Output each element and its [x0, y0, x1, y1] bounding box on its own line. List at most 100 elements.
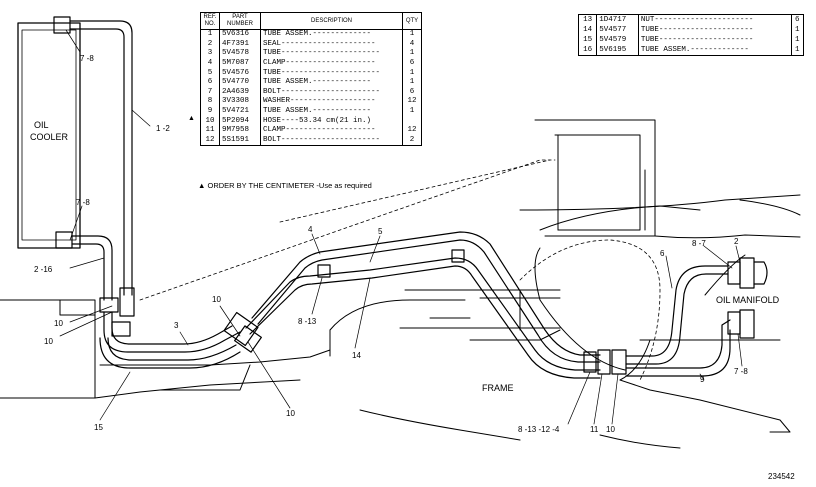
part-number-cell: 5V6195 [596, 45, 639, 56]
oil-manifold [727, 257, 768, 339]
callout-3: 3 [174, 321, 179, 330]
callout-8-7: 8 -7 [692, 239, 706, 248]
ref-cell: 10 [200, 116, 220, 126]
parts-table-header: REF. NO. PART NUMBER DESCRIPTION QTY [200, 12, 422, 30]
callout-7-8-top: 7 -8 [80, 54, 94, 63]
callout-10-e: 10 [606, 425, 615, 434]
callout-14: 14 [352, 351, 361, 360]
qty-cell: 1 [402, 77, 422, 88]
callout-7-8-left: 7 -8 [76, 198, 90, 207]
callout-10-a: 10 [54, 319, 63, 328]
description-cell: WASHER------------------- [260, 97, 403, 107]
ref-cell: 16 [577, 45, 597, 56]
oil-manifold-label: OIL MANIFOLD [716, 295, 780, 305]
part-number-cell: 5P2094 [219, 116, 261, 126]
callout-9: 9 [700, 375, 705, 384]
part-number-cell: 1D4717 [596, 14, 639, 25]
callout-8-13: 8 -13 [298, 317, 317, 326]
part-number-cell: 5V4579 [596, 35, 639, 45]
ref-cell: 4 [200, 58, 220, 69]
qty-cell: 6 [402, 58, 422, 69]
fitting-left [99, 297, 119, 313]
order-by-centimeter-marker: ▲ [188, 115, 195, 123]
callout-10-b: 10 [44, 337, 53, 346]
ref-cell: 14 [577, 25, 597, 35]
ref-cell: 15 [577, 35, 597, 45]
oil-cooler-label-2: COOLER [30, 132, 69, 142]
header-ref: REF. NO. [200, 12, 220, 30]
callout-5: 5 [378, 227, 383, 236]
qty-cell: 1 [402, 68, 422, 78]
description-cell: TUBE--------------------- [637, 25, 792, 35]
tube-15 [99, 337, 241, 369]
part-number-cell: 9M7958 [219, 125, 261, 136]
description-cell: TUBE ASSEM.------------- [260, 77, 403, 88]
leader-lines [59, 29, 743, 425]
callout-4: 4 [308, 225, 313, 234]
description-cell: TUBE--------------------- [637, 35, 792, 45]
ref-cell: 8 [200, 97, 220, 107]
description-cell: TUBE ASSEM.------------- [260, 106, 403, 117]
ref-cell: 2 [200, 39, 220, 50]
part-number-cell: 5V4576 [219, 68, 261, 78]
ref-cell: 7 [200, 87, 220, 98]
frame-label: FRAME [482, 383, 514, 393]
qty-cell: 6 [402, 87, 422, 98]
ref-cell: 12 [200, 135, 220, 146]
description-cell: TUBE---------------------- [260, 49, 403, 59]
part-number-cell: 5V6316 [219, 29, 261, 40]
tube-1-2 [69, 20, 133, 296]
ref-cell: 1 [200, 29, 220, 40]
callout-10-c: 10 [212, 295, 221, 304]
callout-8-13-12-4: 8 -13 -12 -4 [518, 425, 560, 434]
callout-7-8-right: 7 -8 [734, 367, 748, 376]
qty-cell: 12 [402, 125, 422, 136]
description-cell: BOLT---------------------- [260, 135, 403, 146]
ref-cell: 9 [200, 106, 220, 117]
qty-cell: 1 [402, 106, 422, 117]
qty-cell: 1 [402, 49, 422, 59]
qty-cell: 1 [790, 35, 804, 45]
fitting-upper [119, 287, 135, 317]
callout-1-2: 1 -2 [156, 124, 170, 133]
tube-6 [625, 265, 729, 365]
tube-3 [103, 311, 241, 353]
header-qty: QTY [402, 12, 422, 30]
figure-id: 234542 [768, 472, 795, 481]
ref-cell: 11 [200, 125, 220, 136]
callout-2: 2 [734, 237, 739, 246]
description-cell: HOSE----53.34 cm(21 in.) [260, 116, 403, 126]
qty-cell [402, 116, 422, 126]
description-cell: SEAL--------------------- [260, 39, 403, 50]
part-number-cell: 4F7391 [219, 39, 261, 50]
part-number-cell: 3V3308 [219, 97, 261, 107]
header-description: DESCRIPTION [260, 12, 403, 30]
qty-cell: 2 [402, 135, 422, 146]
dashed-outline [139, 159, 661, 381]
clamp-upper [317, 264, 331, 278]
tube-14 [245, 257, 601, 379]
qty-cell: 4 [402, 39, 422, 50]
part-number-cell: 5V4721 [219, 106, 261, 117]
description-cell: CLAMP-------------------- [260, 58, 403, 69]
callout-10-d: 10 [286, 409, 295, 418]
description-cell: NUT---------------------- [637, 14, 792, 25]
qty-cell: 1 [402, 29, 422, 40]
tube-2-16 [71, 235, 113, 301]
clamp-mid [451, 249, 465, 263]
machine-outline [0, 119, 801, 449]
